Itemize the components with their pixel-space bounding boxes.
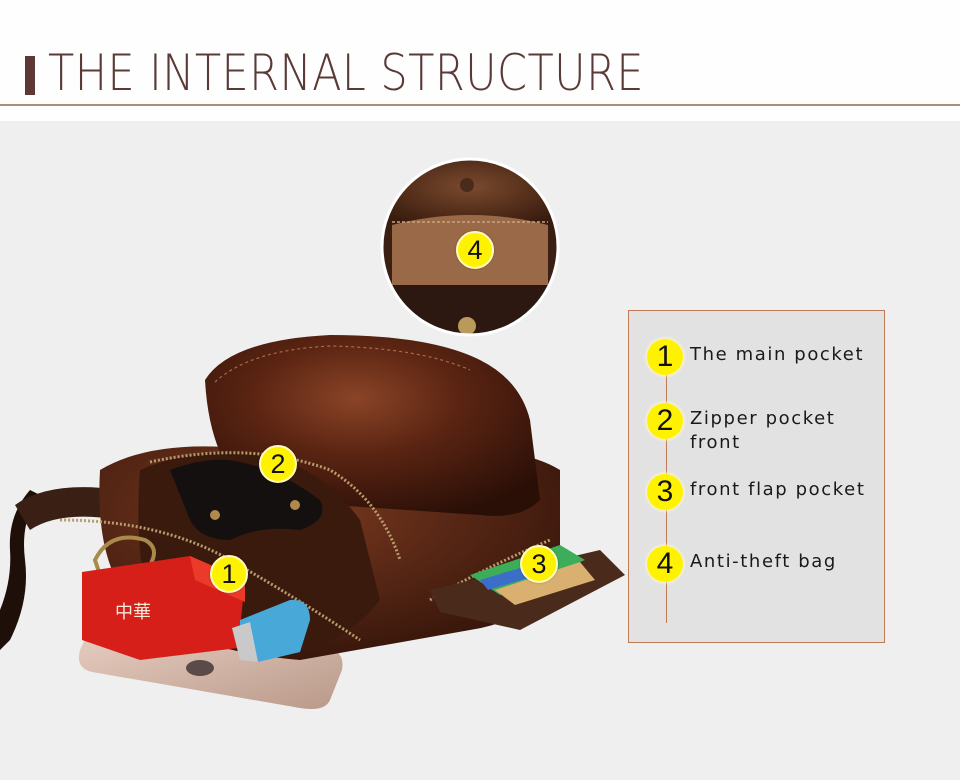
legend-number: 4 <box>647 546 683 582</box>
legend-number: 2 <box>647 403 683 439</box>
header: THE INTERNAL STRUCTURE <box>0 0 960 121</box>
svg-text:中華: 中華 <box>115 602 151 623</box>
photo-badge-2: 2 <box>259 445 297 483</box>
legend-label: Anti-theft bag <box>690 551 837 572</box>
pocket-legend: 1 The main pocket 2 Zipper pocket front … <box>628 310 885 643</box>
photo-badge-4: 4 <box>456 231 494 269</box>
legend-item-front-flap-pocket: 3 front flap pocket <box>647 474 880 510</box>
page-title: THE INTERNAL STRUCTURE <box>48 44 644 102</box>
legend-label: The main pocket <box>690 344 865 365</box>
photo-badge-3: 3 <box>520 545 558 583</box>
photo-badge-1: 1 <box>210 555 248 593</box>
legend-number: 1 <box>647 339 683 375</box>
legend-item-anti-theft-bag: 4 Anti-theft bag <box>647 546 880 582</box>
title-accent-bar <box>25 56 35 95</box>
legend-label: front flap pocket <box>690 479 866 500</box>
header-divider <box>0 104 960 106</box>
legend-number: 3 <box>647 474 683 510</box>
legend-label: Zipper pocket front <box>690 408 836 453</box>
legend-item-main-pocket: 1 The main pocket <box>647 339 880 375</box>
legend-item-zipper-pocket-front: 2 Zipper pocket front <box>647 403 850 455</box>
